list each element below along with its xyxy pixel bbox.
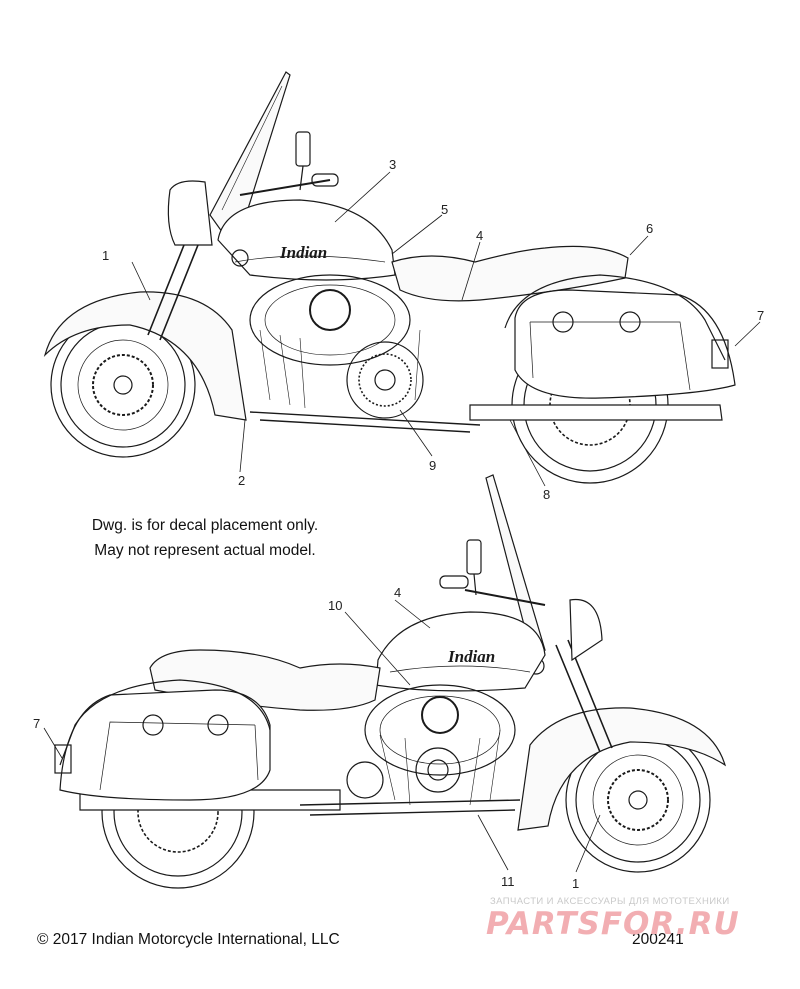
callout-6-top: 6 (646, 221, 654, 236)
top-fork (147, 229, 203, 341)
bottom-saddlebag (59, 689, 271, 801)
bottom-fuel-tank (375, 611, 546, 692)
watermark-logo: PARTSFOR.RU (486, 906, 740, 942)
top-front-fender (43, 291, 247, 421)
bottom-motorcycle (43, 474, 727, 889)
callout-7-bottom: 7 (33, 716, 41, 731)
callout-5-top: 5 (441, 202, 449, 217)
callout-4-top: 4 (476, 228, 484, 243)
placement-note-line1: Dwg. is for decal placement only. (91, 517, 319, 534)
callout-9-top: 9 (429, 458, 437, 473)
callout-8-top: 8 (543, 487, 551, 502)
callout-10-bottom: 10 (328, 598, 343, 613)
top-tank-logo: Indian (279, 243, 327, 262)
bottom-windshield (485, 474, 546, 651)
top-fuel-tank (217, 199, 396, 281)
bottom-engine (346, 684, 516, 806)
top-motorcycle (43, 71, 761, 487)
watermark-tagline: ЗАПЧАСТИ И АКСЕССУАРЫ ДЛЯ МОТОТЕХНИКИ (490, 896, 730, 907)
callout-1-top: 1 (102, 248, 110, 263)
bottom-tank-logo: Indian (447, 647, 495, 666)
copyright-text: © 2017 Indian Motorcycle International, … (37, 931, 340, 948)
callout-4-bottom: 4 (394, 585, 402, 600)
callout-11-bottom: 11 (501, 874, 515, 889)
callout-3-top: 3 (389, 157, 397, 172)
placement-note-line2: May not represent actual model. (94, 542, 316, 559)
drawing-number: 200241 (632, 931, 684, 948)
top-engine (249, 274, 424, 419)
bottom-front-fender (517, 707, 727, 831)
callout-2-top: 2 (238, 473, 246, 488)
top-seat (391, 245, 629, 302)
top-saddlebag (514, 289, 736, 399)
callout-7-top: 7 (757, 308, 765, 323)
top-exhaust (469, 404, 723, 421)
callout-1-bottom: 1 (572, 876, 580, 891)
